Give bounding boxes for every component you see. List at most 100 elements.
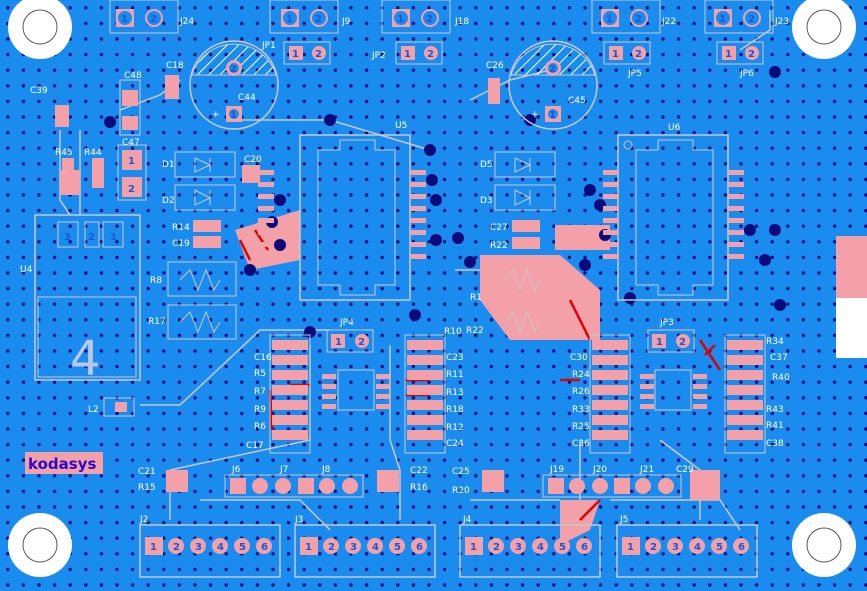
resistor-r1: R1 xyxy=(470,268,541,303)
resistor-r8: R8 xyxy=(150,261,237,297)
ref-label: R43 xyxy=(766,405,784,415)
ref-label: JP1 xyxy=(261,41,276,51)
capacitor-c22: C22 R16 xyxy=(377,466,428,493)
pin-label: 1 xyxy=(335,337,342,348)
pin-label: 5 xyxy=(394,542,401,553)
ref-label: R9 xyxy=(254,405,266,415)
ref-label: C20 xyxy=(244,155,262,165)
ref-label: C18 xyxy=(166,61,184,71)
ref-label: C27 xyxy=(490,223,508,233)
ic-u5: U5 xyxy=(258,121,426,301)
ref-label: J9 xyxy=(341,17,351,27)
ref-label: C24 xyxy=(446,439,464,449)
diode-d5: D5 xyxy=(480,151,556,178)
capacitor-c18: C18 xyxy=(165,61,184,99)
resistor-r22-bottom: R22 xyxy=(466,310,541,336)
connector-j19-j20-j21: J19 J20 J21 C29 xyxy=(542,465,694,498)
resistor-array-right-b: R34 C37 R40 R43 R41 C38 xyxy=(724,334,790,454)
pin-label: 1 xyxy=(397,14,404,25)
ref-label: J21 xyxy=(639,465,654,475)
connector-j23: 1 2 J23 xyxy=(704,0,789,34)
pin-label: 2 xyxy=(315,49,322,60)
ref-label: J8 xyxy=(321,465,331,475)
connector-j4: 1 2 3 4 5 6 J4 xyxy=(459,515,601,578)
pin-label: 4 xyxy=(372,542,379,553)
pin-label: 1 xyxy=(150,542,157,553)
pin-label: 2 xyxy=(748,49,755,60)
ref-label: JP5 xyxy=(627,69,642,79)
ref-label: J6 xyxy=(231,465,241,475)
pin-label: 6 xyxy=(581,542,588,553)
ref-label: J20 xyxy=(592,465,607,475)
mounting-hole-top-left xyxy=(8,0,72,59)
pin-label: 1 xyxy=(121,14,128,25)
pin-label: 1 xyxy=(656,337,663,348)
pin-label: 2 xyxy=(88,232,95,243)
ref-label: C48 xyxy=(124,71,142,81)
polarity-mark: + xyxy=(531,110,539,120)
ref-label: C36 xyxy=(572,439,590,449)
pin-label: 2 xyxy=(635,14,642,25)
pin-label: 2 xyxy=(679,337,686,348)
pin-label: 3 xyxy=(195,542,202,553)
ref-label: D5 xyxy=(480,160,493,170)
pin-label: 2 xyxy=(128,184,135,195)
capacitor-c20: C20 xyxy=(242,155,262,183)
pin-label: 2 xyxy=(426,14,433,25)
pad-number: 4 xyxy=(70,331,101,387)
ref-label: U6 xyxy=(668,123,681,133)
ref-label-r10: R10 xyxy=(444,327,462,337)
resistor-array-left-a: C16 R5 R7 R9 R6 C17 xyxy=(246,334,311,454)
resistor-array-left-b: C23 R11 R13 R18 R12 C24 xyxy=(404,334,464,454)
pin-label: 2 xyxy=(635,49,642,60)
mounting-hole-top-right xyxy=(792,0,856,59)
capacitor-c48: C48 xyxy=(119,71,142,136)
pin-label: 2 xyxy=(358,337,365,348)
ref-label: C47 xyxy=(122,138,140,148)
ref-label: C25 xyxy=(452,467,470,477)
pin-label: 2 xyxy=(328,542,335,553)
pin-label: 2 xyxy=(315,14,322,25)
pin-label: 1 xyxy=(549,110,556,121)
pin-label: 1 xyxy=(110,232,117,243)
connector-j6-j7-j8: J6 J7 J8 xyxy=(224,465,364,498)
pin-label: 1 xyxy=(725,49,732,60)
opamp-left xyxy=(322,369,390,411)
capacitor-c45: + 2 1 C45 xyxy=(508,40,598,130)
board-notch xyxy=(836,298,867,358)
ref-label: J4 xyxy=(462,515,472,525)
ref-label: R25 xyxy=(572,422,590,432)
pin-label: 1 xyxy=(612,49,619,60)
ref-label: J3 xyxy=(294,515,303,525)
ref-label: C29 xyxy=(676,465,694,475)
large-vias xyxy=(104,66,786,338)
pin-label: 2 xyxy=(173,542,180,553)
connector-j2: 1 2 3 4 5 6 J2 xyxy=(139,515,281,578)
connector-j22: 1 2 J22 xyxy=(591,0,676,34)
pin-label: 1 xyxy=(292,49,299,60)
ref-label: R44 xyxy=(84,148,102,158)
diode-d2: D2 xyxy=(162,184,236,211)
ref-label: R6 xyxy=(254,422,266,432)
jumper-jp2: 1 2 JP2 xyxy=(371,41,443,65)
ref-label: U4 xyxy=(20,265,33,275)
capacitor-c21: C21 R15 xyxy=(138,467,188,493)
ref-label: R22 xyxy=(466,326,484,336)
pin-label: 4 xyxy=(537,542,544,553)
ref-label: R20 xyxy=(452,486,470,496)
ref-label: C16 xyxy=(254,353,272,363)
pin-label: 1 xyxy=(128,156,135,167)
jumper-jp6: 1 2 JP6 xyxy=(716,41,764,79)
pin-label: 3 xyxy=(64,232,71,243)
connector-j24: 1 2 J24 xyxy=(109,0,194,34)
jumper-jp3: 1 2 JP3 xyxy=(647,318,695,353)
ref-label: C39 xyxy=(30,86,48,96)
edge-connector-pad xyxy=(836,236,867,298)
pin-label: 2 xyxy=(748,14,755,25)
pin-label: 2 xyxy=(650,542,657,553)
ref-label: R14 xyxy=(172,223,190,233)
pin-label: 1 xyxy=(719,14,726,25)
pin-label: 6 xyxy=(738,542,745,553)
ref-label: J2 xyxy=(139,515,148,525)
ref-label: R33 xyxy=(572,405,590,415)
